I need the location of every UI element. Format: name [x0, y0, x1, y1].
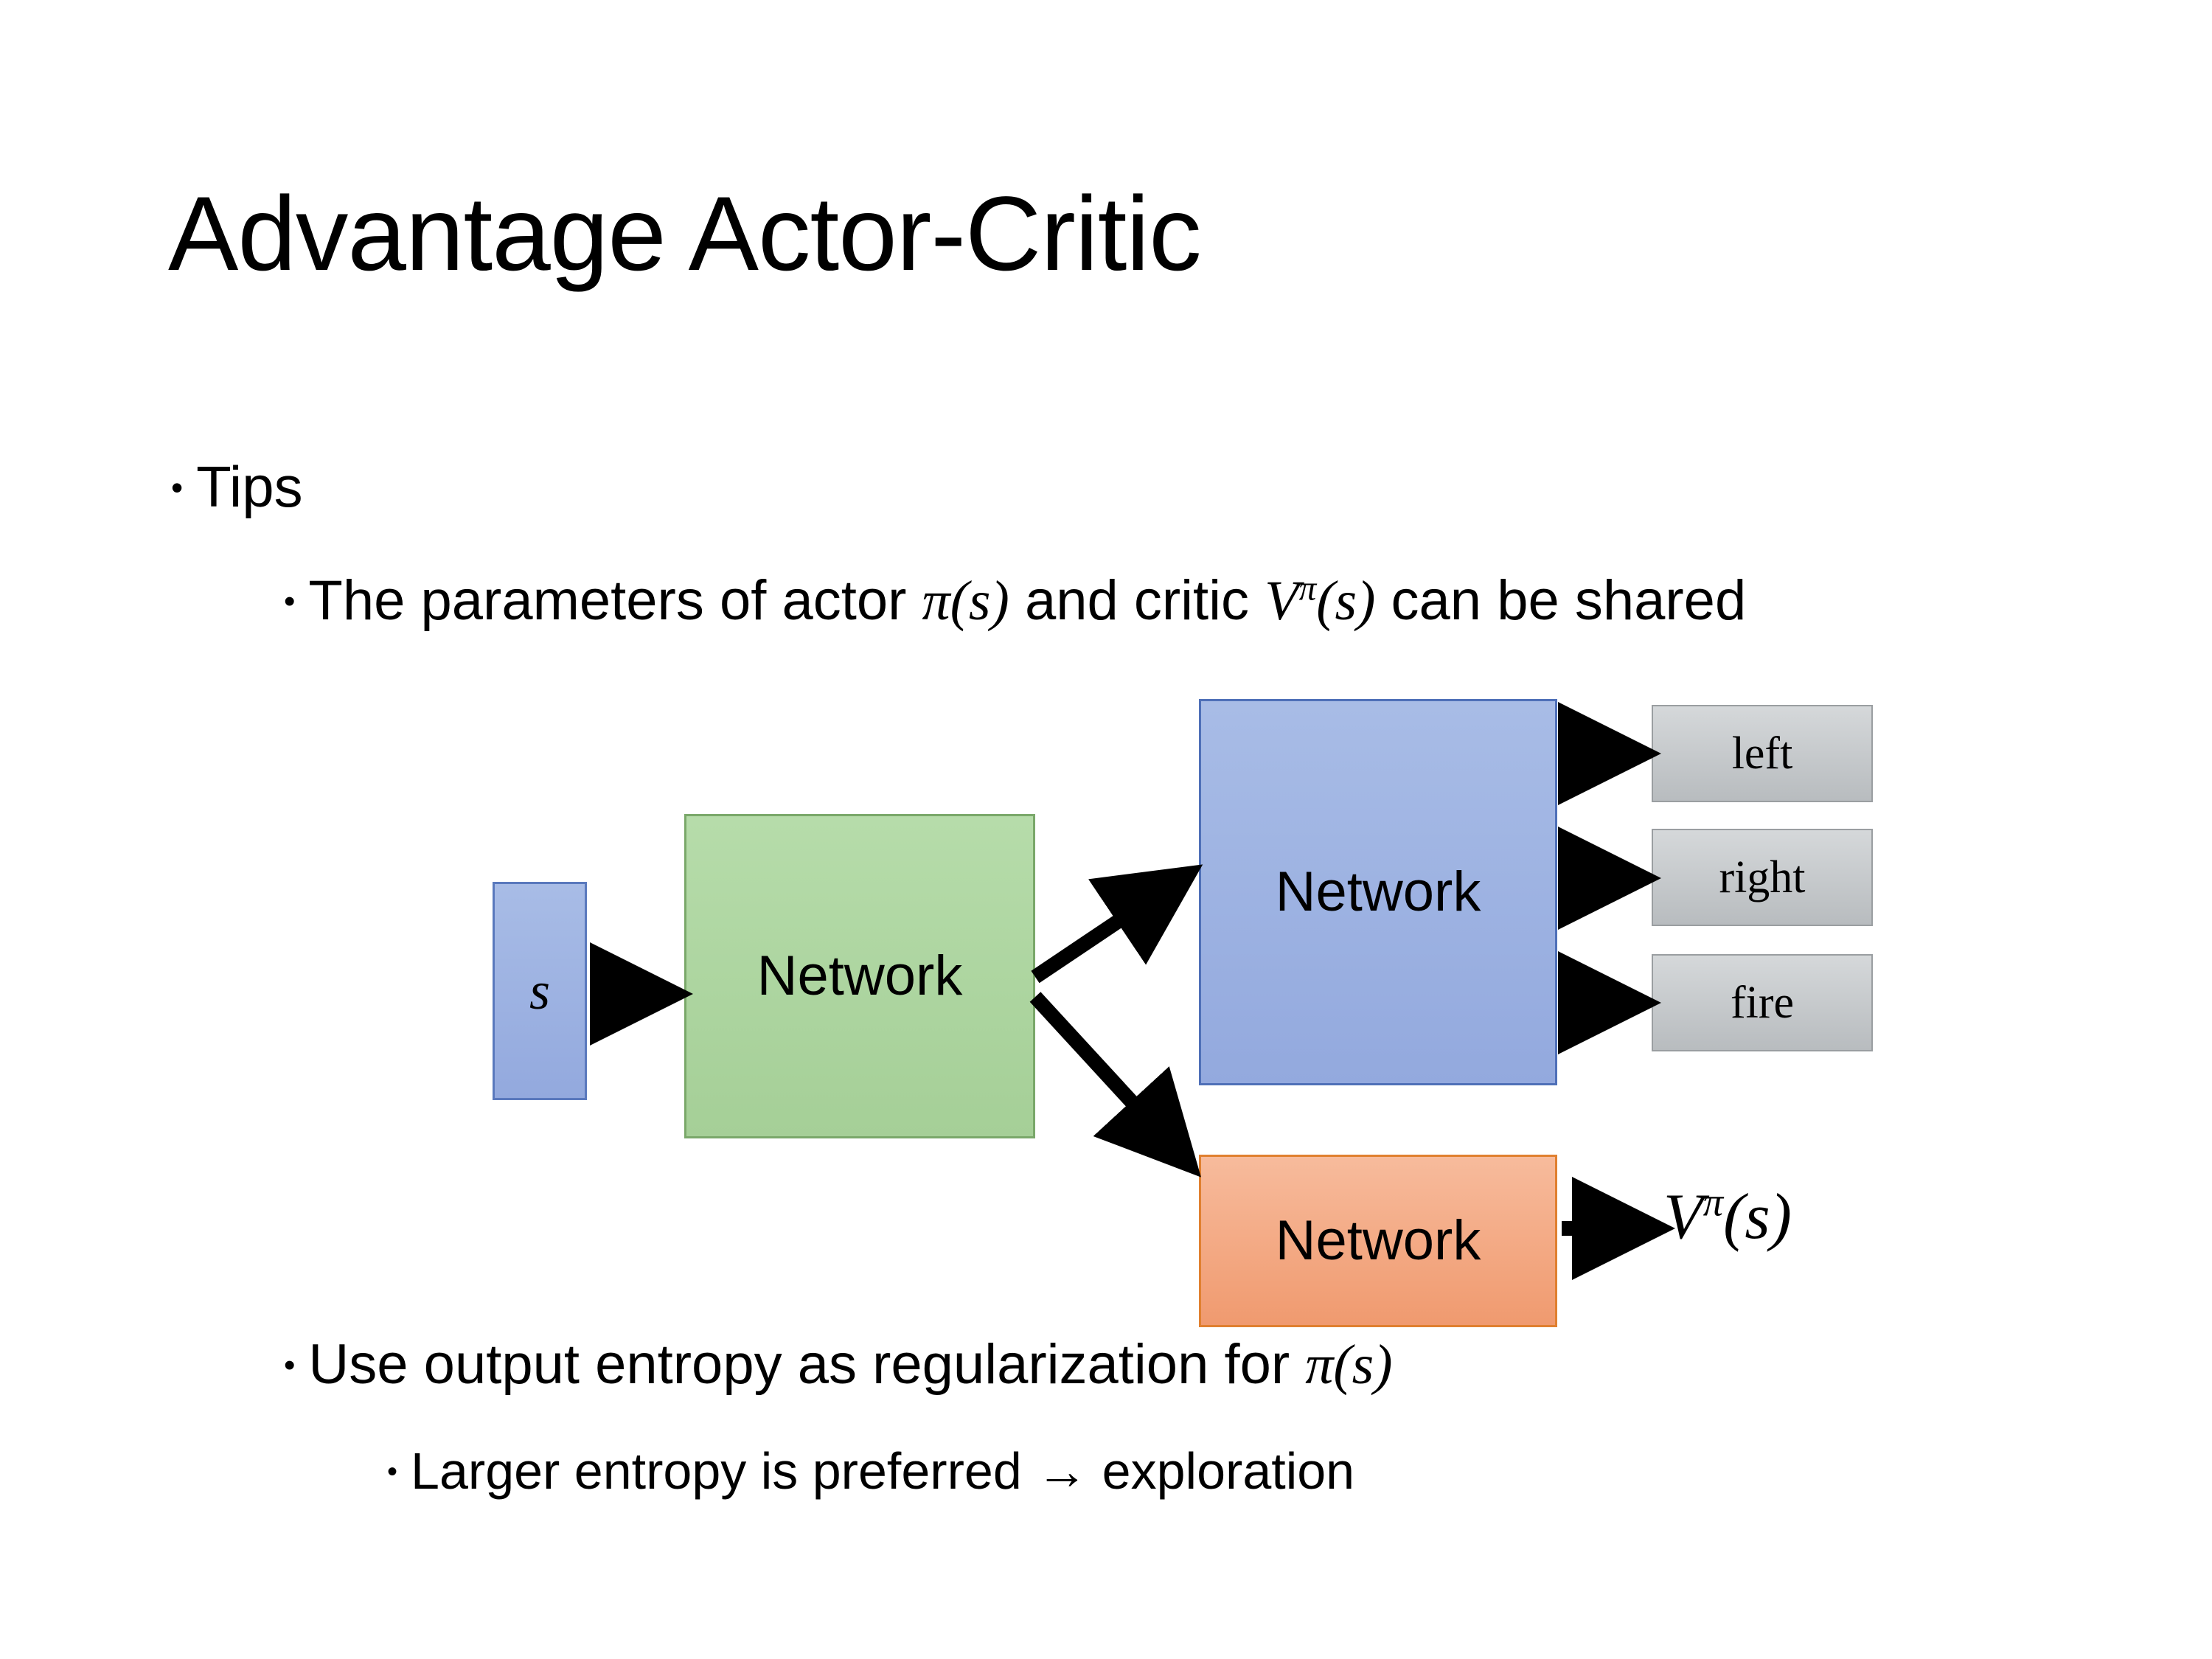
- entropy-text: Use output entropy as regularization for: [308, 1333, 1306, 1396]
- shared-math-v: V: [1265, 570, 1299, 632]
- bullet-marker-icon: •: [284, 583, 296, 619]
- shared-text-3: can be shared: [1375, 569, 1747, 632]
- critic-output-value: Vπ(s): [1663, 1178, 1792, 1254]
- shared-math-pi-superscript: π: [1298, 569, 1317, 608]
- bullet-parameters-shared: • The parameters of actor π(s) and criti…: [284, 569, 2068, 633]
- input-state-label: s: [529, 961, 551, 1020]
- bullet-parameters-shared-label: The parameters of actor π(s) and critic …: [308, 569, 1746, 633]
- bullet-marker-icon: •: [284, 1347, 296, 1383]
- critic-output-superscript: π: [1703, 1179, 1724, 1225]
- action-output-right: right: [1652, 829, 1873, 926]
- actor-network-box: Network: [1199, 699, 1557, 1085]
- shared-network-box: Network: [684, 814, 1035, 1138]
- arrow-shared-to-critic: [1029, 992, 1201, 1178]
- larger-entropy-text: Larger entropy is preferred: [411, 1442, 1037, 1500]
- bullet-tips-label: Tips: [196, 454, 303, 519]
- bullet-entropy-regularization: • Use output entropy as regularization f…: [284, 1333, 1393, 1397]
- shared-text-2: and critic: [1009, 569, 1265, 632]
- arrow-shared-to-actor: [1031, 864, 1203, 984]
- bullet-entropy-label: Use output entropy as regularization for…: [308, 1333, 1392, 1397]
- bullet-marker-icon: •: [387, 1455, 398, 1488]
- shared-math-arg-s: (s): [1316, 570, 1376, 632]
- action-output-fire: fire: [1652, 954, 1873, 1051]
- critic-output-argument: (s): [1723, 1181, 1792, 1253]
- action-output-right-label: right: [1719, 852, 1806, 902]
- entropy-math-pi-s: π(s): [1305, 1334, 1393, 1396]
- input-state-box: s: [493, 882, 587, 1100]
- critic-network-label: Network: [1275, 1209, 1481, 1272]
- shared-math-pi-s: π(s): [922, 570, 1009, 632]
- bullet-larger-entropy-label: Larger entropy is preferred → exploratio…: [411, 1442, 1354, 1500]
- critic-output-symbol: V: [1663, 1181, 1703, 1253]
- action-output-fire-label: fire: [1730, 978, 1795, 1028]
- bullet-tips: • Tips: [171, 454, 303, 519]
- shared-network-label: Network: [757, 945, 963, 1007]
- page-title: Advantage Actor-Critic: [168, 175, 1202, 293]
- critic-network-box: Network: [1199, 1155, 1557, 1327]
- actor-network-label: Network: [1275, 860, 1481, 923]
- bullet-marker-icon: •: [171, 468, 184, 507]
- shared-text-1: The parameters of actor: [308, 569, 922, 632]
- action-output-left-label: left: [1731, 728, 1793, 779]
- action-output-left: left: [1652, 705, 1873, 802]
- right-arrow-icon: →: [1036, 1442, 1088, 1500]
- bullet-larger-entropy: • Larger entropy is preferred → explorat…: [387, 1442, 1354, 1500]
- larger-entropy-suffix: exploration: [1088, 1442, 1355, 1500]
